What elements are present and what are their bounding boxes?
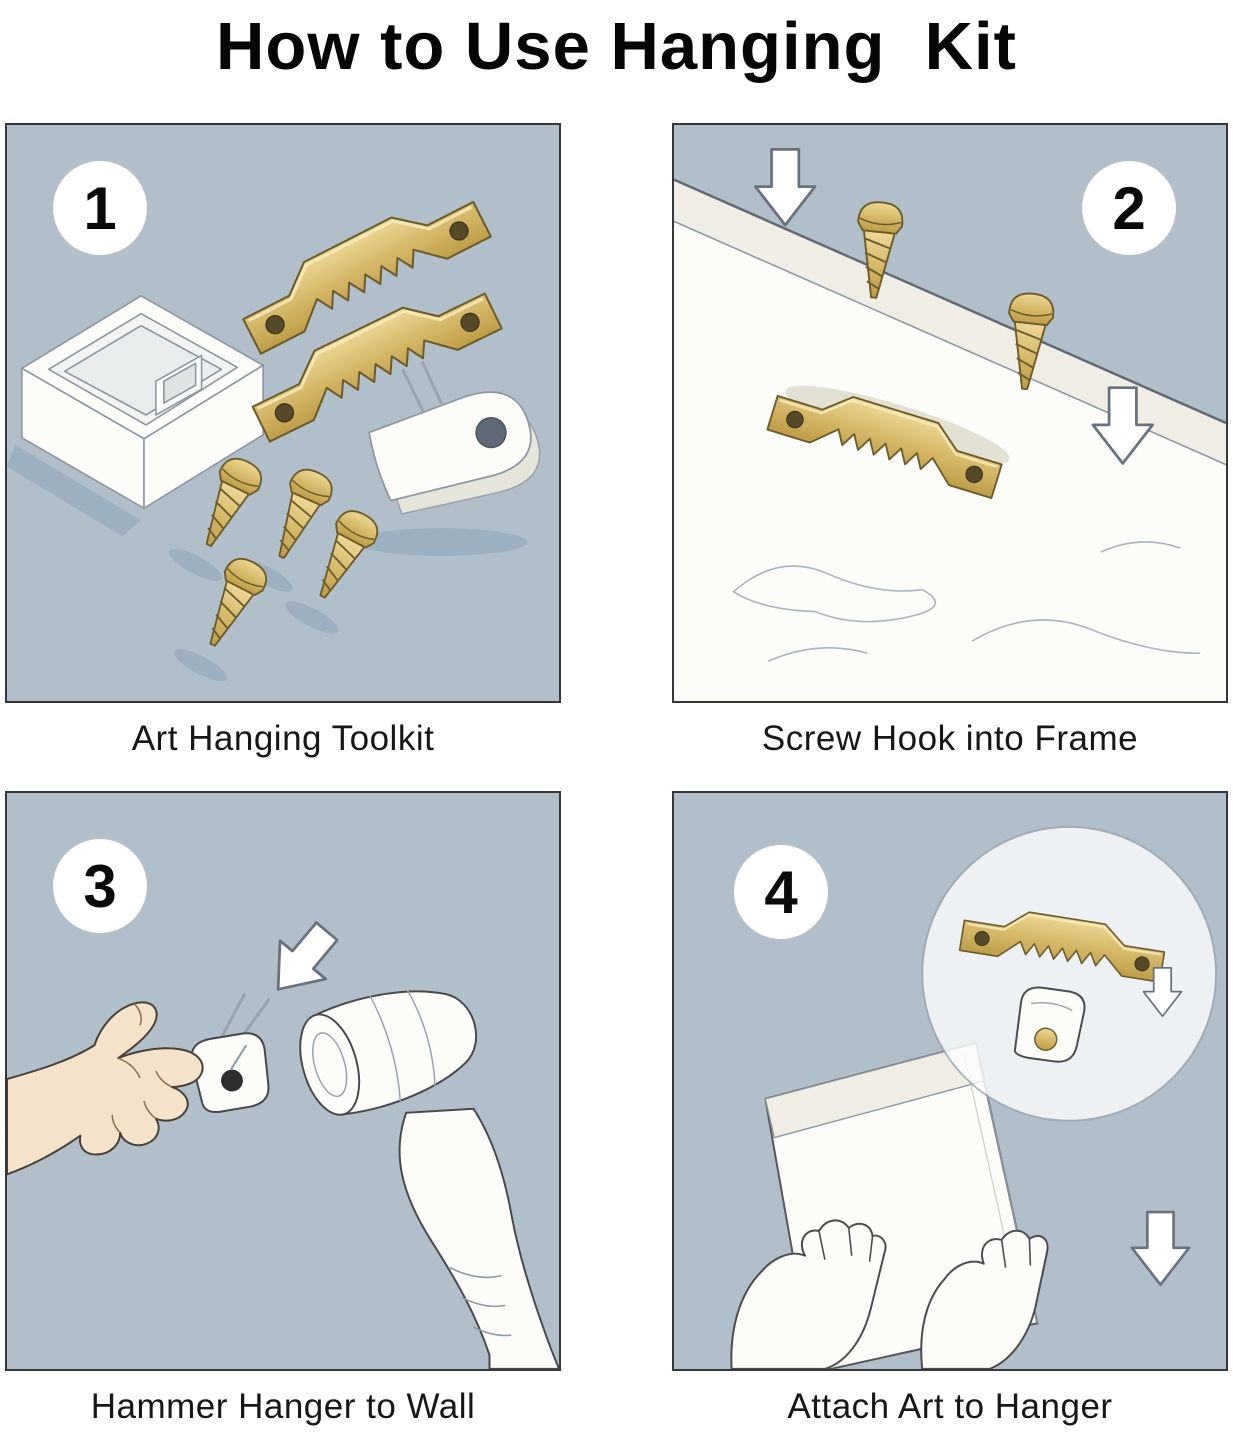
panel-4-art [730,825,1218,1369]
step-number: 2 [1112,174,1146,242]
down-arrow-icon [1130,1210,1191,1287]
panel-4-illustration: 4 [672,791,1228,1371]
panel-2-group: 2 Screw Hook into Frame [672,123,1228,759]
magnifier-circle [921,825,1218,1122]
step-number: 3 [83,852,117,920]
down-arrow-icon [754,148,817,227]
step-number: 1 [83,174,117,242]
panel-3-caption: Hammer Hanger to Wall [90,1387,476,1426]
panel-4-group: 4 Attach Art to Hanger [672,791,1228,1427]
step-number: 4 [764,858,798,926]
step-number-badge: 3 [53,839,147,933]
panel-1-art [7,179,541,682]
wood-grain [732,541,1201,662]
screw-icon [301,503,385,607]
panel-1-caption: Art Hanging Toolkit [131,719,435,758]
panel-4-caption: Attach Art to Hanger [787,1387,1113,1426]
panel-3-art [7,910,559,1369]
step-number-badge: 1 [53,161,147,255]
hanger-hook-icon [1013,986,1086,1063]
hammer-icon [299,990,559,1369]
hand-icon [7,1001,204,1176]
panel-3-group: 3 Hammer Hanger to Wall [5,791,561,1427]
step-number-badge: 4 [734,845,828,939]
panel-3-illustration: 3 [5,791,561,1371]
wall-hanger-icon [190,992,271,1114]
step-number-badge: 2 [1082,161,1176,255]
panel-1-group: 1 Art Hanging Toolkit [5,123,561,759]
panels-grid: 1 Art Hanging Toolkit [0,123,1233,1427]
hands-icon [730,1219,1049,1369]
panel-1-illustration: 1 [5,123,561,703]
screw-icon [260,463,339,567]
down-left-arrow-icon [253,910,351,1010]
page-title: How to Use Hanging Kit [216,9,1017,84]
panel-2-caption: Screw Hook into Frame [761,719,1139,758]
panel-2-illustration: 2 [672,123,1228,703]
panel-2-art [674,148,1226,701]
plastic-hook-icon [368,360,541,515]
